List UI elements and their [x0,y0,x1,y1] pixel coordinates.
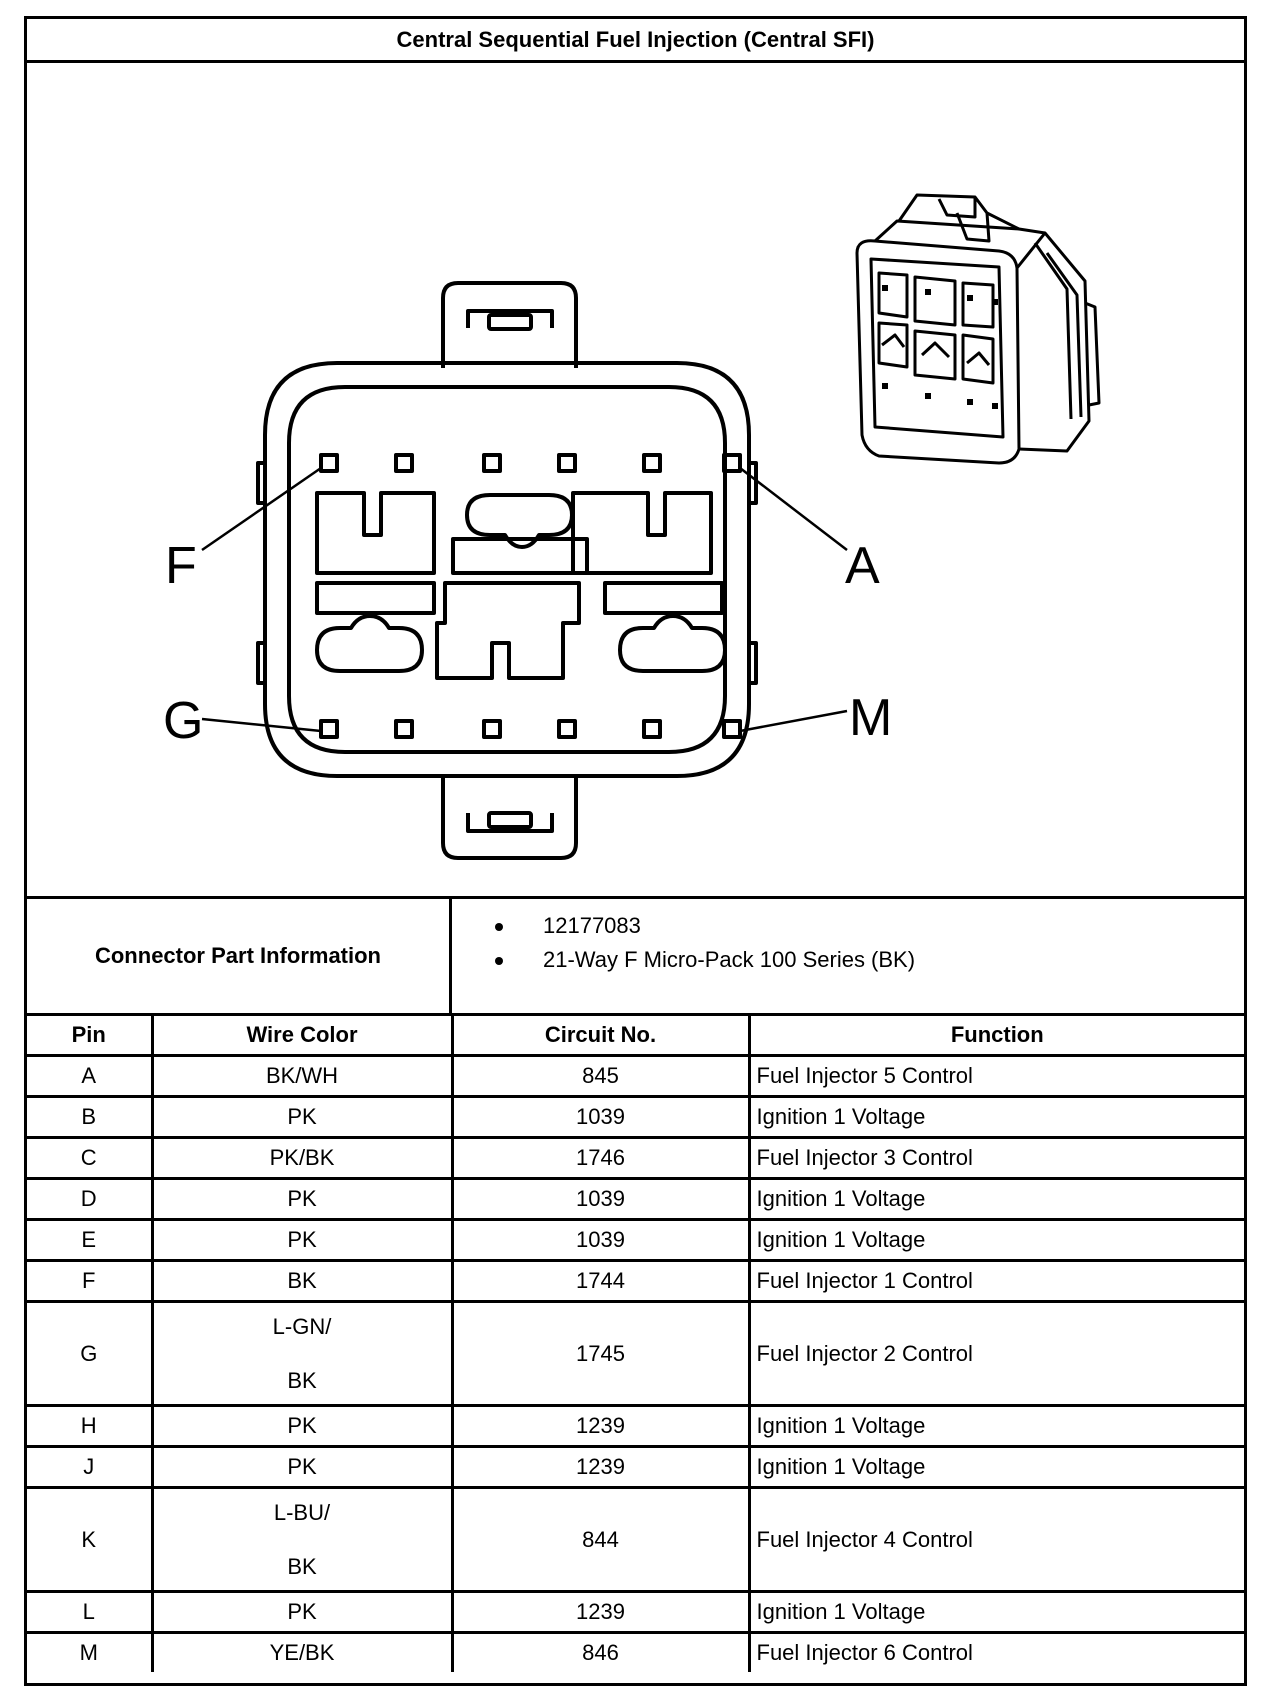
wire-color-cell: PK [150,1445,454,1489]
function-cell: Fuel Injector 3 Control [747,1136,1244,1180]
callout-m: M [849,689,892,747]
connector-part-info-label: Connector Part Information [27,899,452,1013]
table-row: D PK 1039 Ignition 1 Voltage [27,1177,1244,1221]
wire-color-line-1: L-BU/ [273,1499,331,1525]
callout-g: G [163,692,203,750]
wire-color-cell: PK [150,1404,454,1448]
pin-cell: G [27,1300,154,1407]
table-row: B PK 1039 Ignition 1 Voltage [27,1095,1244,1139]
table-row: M YE/BK 846 Fuel Injector 6 Control [27,1631,1244,1672]
function-cell: Ignition 1 Voltage [747,1404,1244,1448]
pin-cell: K [27,1486,154,1593]
callout-f: F [165,537,197,595]
header-circuit-no: Circuit No. [450,1016,751,1057]
circuit-cell: 1039 [450,1095,751,1139]
table-row: E PK 1039 Ignition 1 Voltage [27,1218,1244,1262]
circuit-cell: 1745 [450,1300,751,1407]
header-pin: Pin [27,1016,154,1057]
circuit-cell: 1239 [450,1445,751,1489]
pinout-table: Pin Wire Color Circuit No. Function A BK… [27,1016,1244,1672]
connector-sheet: Central Sequential Fuel Injection (Centr… [24,16,1247,1686]
connector-part-info: Connector Part Information 12177083 21-W… [27,899,1244,1016]
connector-part-info-list: 12177083 21-Way F Micro-Pack 100 Series … [487,909,915,977]
wire-color-cell: PK [150,1590,454,1634]
wire-color-cell: PK [150,1218,454,1262]
connector-3d-illustration [855,193,1101,465]
function-cell: Ignition 1 Voltage [747,1590,1244,1634]
table-row: C PK/BK 1746 Fuel Injector 3 Control [27,1136,1244,1180]
pin-cell: H [27,1404,154,1448]
table-row: A BK/WH 845 Fuel Injector 5 Control [27,1054,1244,1098]
connector-face-diagram: F A G M [163,193,1101,860]
function-cell: Fuel Injector 6 Control [747,1631,1244,1672]
pin-cell: L [27,1590,154,1634]
table-row: K L-BU/ BK 844 Fuel Injector 4 Control [27,1486,1244,1593]
bottom-latch [441,778,578,860]
table-row: L PK 1239 Ignition 1 Voltage [27,1590,1244,1634]
part-number: 12177083 [487,909,915,943]
wire-color-line-1: L-GN/ [272,1313,332,1339]
circuit-cell: 845 [450,1054,751,1098]
wire-color-line-2: BK [287,1553,317,1579]
function-cell: Ignition 1 Voltage [747,1445,1244,1489]
table-row: H PK 1239 Ignition 1 Voltage [27,1404,1244,1448]
leader-line-f [201,466,322,552]
function-cell: Fuel Injector 4 Control [747,1486,1244,1593]
header-function: Function [747,1016,1244,1057]
table-row: G L-GN/ BK 1745 Fuel Injector 2 Control [27,1300,1244,1407]
leader-line-m [739,709,848,733]
circuit-cell: 1239 [450,1404,751,1448]
table-row: F BK 1744 Fuel Injector 1 Control [27,1259,1244,1303]
wire-color-cell: L-GN/ BK [150,1300,454,1407]
circuit-cell: 846 [450,1631,751,1672]
function-cell: Ignition 1 Voltage [747,1218,1244,1262]
connector-drawing: F A G M [27,63,1244,899]
wire-color-cell: BK [150,1259,454,1303]
pin-cell: A [27,1054,154,1098]
wire-color-cell: PK [150,1177,454,1221]
callout-a: A [845,537,880,595]
circuit-cell: 1746 [450,1136,751,1180]
pin-cell: J [27,1445,154,1489]
connector-inner-wall [287,385,727,754]
connector-outer-shell [263,361,751,778]
table-row: J PK 1239 Ignition 1 Voltage [27,1445,1244,1489]
leader-line-g [201,717,322,733]
pin-cell: D [27,1177,154,1221]
top-latch [441,281,578,368]
function-cell: Fuel Injector 1 Control [747,1259,1244,1303]
leader-line-a [739,467,848,551]
circuit-cell: 1744 [450,1259,751,1303]
connector-description: 21-Way F Micro-Pack 100 Series (BK) [487,943,915,977]
pin-cell: C [27,1136,154,1180]
wire-color-cell: YE/BK [150,1631,454,1672]
circuit-cell: 1239 [450,1590,751,1634]
circuit-cell: 844 [450,1486,751,1593]
function-cell: Ignition 1 Voltage [747,1177,1244,1221]
function-cell: Ignition 1 Voltage [747,1095,1244,1139]
wire-color-line-2: BK [287,1367,317,1393]
page-title: Central Sequential Fuel Injection (Centr… [27,19,1244,63]
wire-color-cell: PK/BK [150,1136,454,1180]
circuit-cell: 1039 [450,1218,751,1262]
pin-cell: B [27,1095,154,1139]
circuit-cell: 1039 [450,1177,751,1221]
wire-color-cell: BK/WH [150,1054,454,1098]
wire-color-cell: PK [150,1095,454,1139]
function-cell: Fuel Injector 5 Control [747,1054,1244,1098]
pin-cell: M [27,1631,154,1672]
function-cell: Fuel Injector 2 Control [747,1300,1244,1407]
header-wire-color: Wire Color [150,1016,454,1057]
pin-cell: E [27,1218,154,1262]
table-header-row: Pin Wire Color Circuit No. Function [27,1016,1244,1057]
pin-cell: F [27,1259,154,1303]
wire-color-cell: L-BU/ BK [150,1486,454,1593]
